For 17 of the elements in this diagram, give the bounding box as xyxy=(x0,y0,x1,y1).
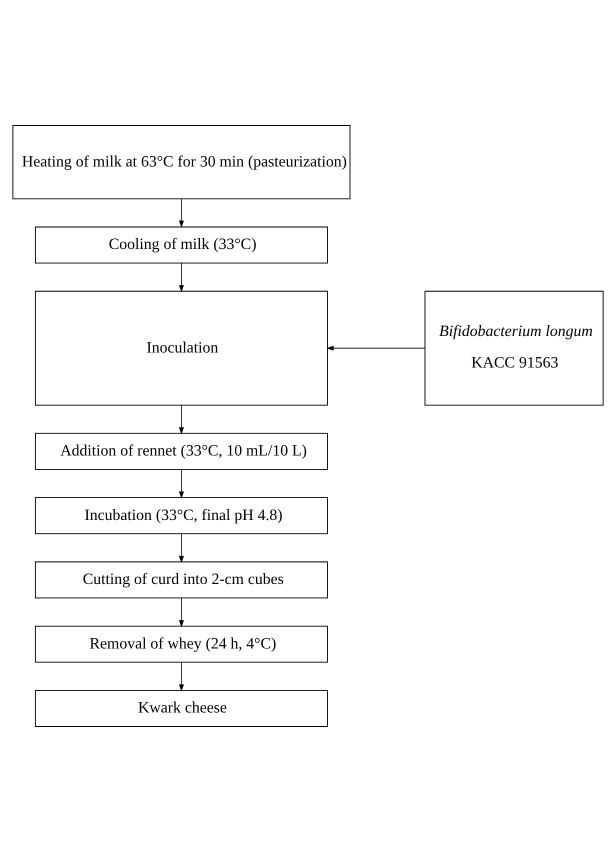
arrow xyxy=(178,262,184,292)
node-box: Heating of milk at 63°C for 30 min (pasteurization) xyxy=(12,125,350,200)
arrow xyxy=(178,405,184,434)
node-box: Addition of rennet (33°C, 10 mL/10 L) xyxy=(34,432,328,470)
node-box: Incubation (33°C, final pH 4.8) xyxy=(34,497,328,534)
node-box: Cutting of curd into 2-cm cubes xyxy=(34,561,328,598)
node-box: Bifidobacterium longum KACC 91563 xyxy=(424,290,604,406)
arrow xyxy=(178,598,184,628)
arrow xyxy=(326,346,426,351)
node-box: Removal of whey (24 h, 4°C) xyxy=(34,626,328,663)
arrow xyxy=(178,469,184,499)
arrow xyxy=(178,198,184,228)
arrow xyxy=(178,662,184,692)
arrow xyxy=(178,533,184,564)
node-box: Inoculation xyxy=(34,290,328,406)
node-box: Cooling of milk (33°C) xyxy=(34,226,328,264)
node-box: Kwark cheese xyxy=(34,690,328,727)
